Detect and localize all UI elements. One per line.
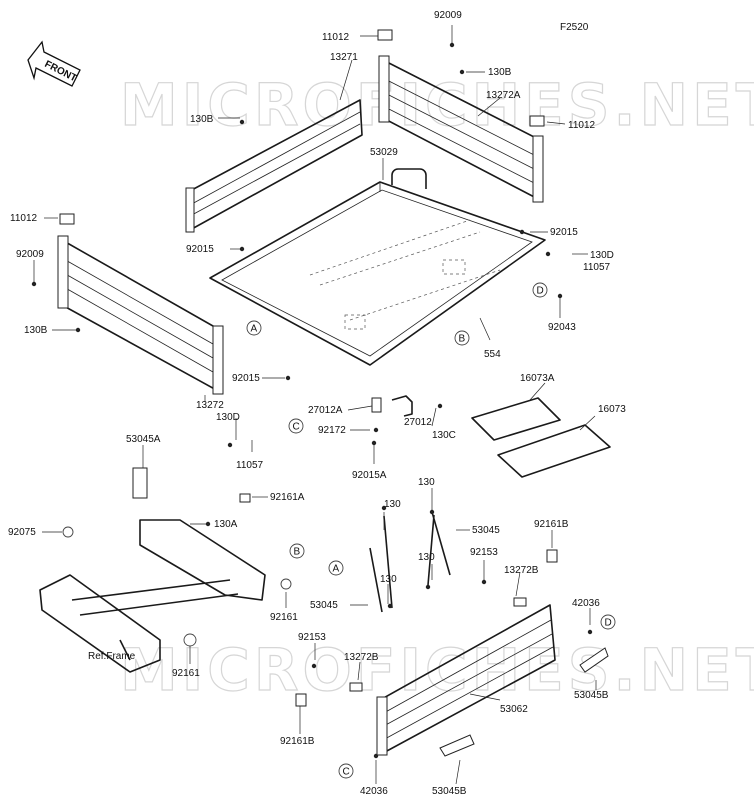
svg-text:C: C xyxy=(343,767,350,778)
svg-text:A: A xyxy=(333,564,340,575)
label-92161b-right: 92161B xyxy=(534,519,569,530)
label-13272a: 13272A xyxy=(486,90,521,101)
label-92075: 92075 xyxy=(8,527,36,538)
label-130b-left: 130B xyxy=(24,325,48,336)
cables-53045 xyxy=(369,511,451,613)
watermark-bottom: MICROFICHES.NET xyxy=(120,636,754,704)
label-92161-mid: 92161 xyxy=(270,612,298,623)
label-130b-rear: 130B xyxy=(190,114,214,125)
side-panel-13272A xyxy=(377,29,545,203)
label-92153-left: 92153 xyxy=(298,632,326,643)
label-92161b-left: 92161B xyxy=(280,736,315,747)
svg-text:D: D xyxy=(537,286,544,297)
label-27012a: 27012A xyxy=(308,405,343,416)
callout-c-2: C xyxy=(338,763,354,779)
diagram-code: F2520 xyxy=(560,22,589,33)
label-53045-right: 53045 xyxy=(472,525,500,536)
label-92009-top: 92009 xyxy=(434,10,462,21)
label-130c: 130C xyxy=(432,430,456,441)
label-554: 554 xyxy=(484,349,501,360)
front-arrow-icon: FRONT xyxy=(27,40,81,87)
label-92015a: 92015A xyxy=(352,470,387,481)
label-130a: 130A xyxy=(214,519,238,530)
callout-a-2: A xyxy=(328,560,344,576)
label-130d-right: 130D xyxy=(590,250,614,261)
rear-panel-13271 xyxy=(185,99,363,233)
label-53045b-right: 53045B xyxy=(574,690,609,701)
callout-c-1: C xyxy=(288,418,304,434)
label-27012: 27012 xyxy=(404,417,432,428)
callout-b-2: B xyxy=(289,543,305,559)
callout-b-1: B xyxy=(454,330,470,346)
tailgate-53062 xyxy=(295,549,609,757)
label-130-c: 130 xyxy=(418,552,435,563)
callout-d-2: D xyxy=(600,614,616,630)
callout-a-1: A xyxy=(246,320,262,336)
label-53062: 53062 xyxy=(500,704,528,715)
label-42036-right: 42036 xyxy=(572,598,600,609)
watermark-top: MICROFICHES.NET xyxy=(120,71,754,139)
label-130b-top: 130B xyxy=(488,67,512,78)
label-16073: 16073 xyxy=(598,404,626,415)
callouts: A B C D A B C D xyxy=(246,282,616,779)
mats-16073 xyxy=(471,397,611,478)
label-11012-left: 11012 xyxy=(10,213,38,224)
label-53029: 53029 xyxy=(370,147,398,158)
side-panel-13272 xyxy=(57,213,224,395)
label-92043: 92043 xyxy=(548,322,576,333)
svg-text:C: C xyxy=(293,422,300,433)
label-92009-left: 92009 xyxy=(16,249,44,260)
label-92153-right: 92153 xyxy=(470,547,498,558)
brackets-27012 xyxy=(371,395,413,417)
label-53045b-bottom: 53045B xyxy=(432,786,467,797)
label-ref-frame: Ref.Frame xyxy=(88,651,136,662)
callout-d-1: D xyxy=(532,282,548,298)
part-labels: 92009 11012 130B 13271 13272A 11012 130B… xyxy=(8,10,626,797)
label-13271: 13271 xyxy=(330,52,358,63)
label-16073a: 16073A xyxy=(520,373,555,384)
label-130-a: 130 xyxy=(384,499,401,510)
frame-assembly xyxy=(39,467,292,673)
label-130-d: 130 xyxy=(380,574,397,585)
label-42036-bottom: 42036 xyxy=(360,786,388,797)
svg-text:B: B xyxy=(294,547,301,558)
label-13272: 13272 xyxy=(196,400,224,411)
svg-text:D: D xyxy=(605,618,612,629)
label-92161a: 92161A xyxy=(270,492,305,503)
bed-floor-53029 xyxy=(209,168,546,366)
svg-text:B: B xyxy=(459,334,466,345)
label-11057-left: 11057 xyxy=(236,460,264,471)
label-92172: 92172 xyxy=(318,425,346,436)
fasteners xyxy=(31,42,593,759)
label-11057-right: 11057 xyxy=(583,262,611,273)
label-92161-bottom: 92161 xyxy=(172,668,200,679)
label-11012-right: 11012 xyxy=(568,120,596,131)
label-130d-left: 130D xyxy=(216,412,240,423)
label-11012-top: 11012 xyxy=(322,32,350,43)
label-13272b-left: 13272B xyxy=(344,652,379,663)
label-92015-a: 92015 xyxy=(186,244,214,255)
label-92015-c: 92015 xyxy=(232,373,260,384)
label-130-b: 130 xyxy=(418,477,435,488)
label-53045-left: 53045 xyxy=(310,600,338,611)
label-53045a: 53045A xyxy=(126,434,161,445)
label-92015-b: 92015 xyxy=(550,227,578,238)
label-13272b-right: 13272B xyxy=(504,565,539,576)
svg-text:A: A xyxy=(251,324,258,335)
